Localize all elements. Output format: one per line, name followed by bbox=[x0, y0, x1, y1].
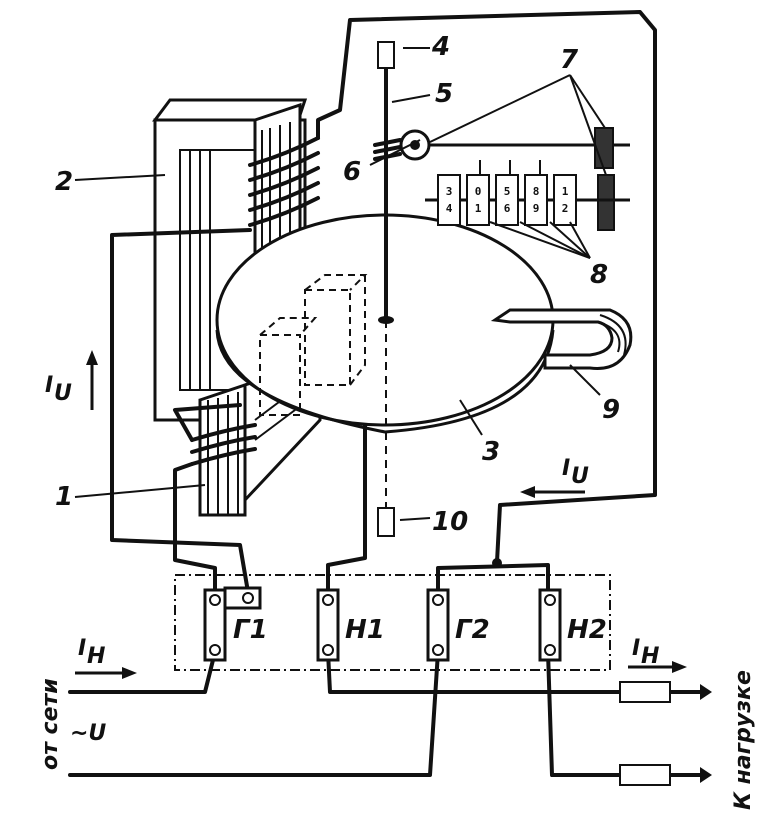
current-subscript: H bbox=[641, 644, 659, 669]
from-network-label: от сети bbox=[38, 678, 63, 770]
terminal-label-g2: Г2 bbox=[455, 615, 490, 645]
leader-lines bbox=[74, 47, 607, 521]
label-4: 4 bbox=[431, 32, 450, 62]
label-6: 6 bbox=[343, 157, 361, 187]
voltage-label: ~U bbox=[70, 721, 106, 746]
counter-digit: 0 bbox=[475, 185, 482, 198]
counter-digit: 4 bbox=[446, 202, 453, 215]
label-10: 10 bbox=[432, 507, 468, 537]
terminal-label-h2: Н2 bbox=[567, 615, 607, 645]
current-subscript: U bbox=[571, 464, 589, 489]
label-1: 1 bbox=[55, 482, 73, 512]
label-2: 2 bbox=[55, 167, 73, 197]
terminal-label-g1: Г1 bbox=[233, 615, 268, 645]
label-5: 5 bbox=[435, 79, 453, 109]
current-label: I bbox=[632, 636, 640, 661]
arrow-left-icon bbox=[520, 486, 535, 498]
counter-digit: 2 bbox=[562, 202, 569, 215]
current-iu-left: I U bbox=[45, 350, 98, 410]
brake-magnet bbox=[490, 308, 633, 371]
terminal-label-h1: Н1 bbox=[345, 615, 385, 645]
current-label: I bbox=[562, 456, 570, 481]
arrow-right-icon bbox=[672, 661, 687, 673]
current-subscript: U bbox=[54, 381, 72, 406]
label-7: 7 bbox=[560, 45, 579, 75]
label-3: 3 bbox=[482, 437, 500, 467]
current-ih-left: I H bbox=[75, 636, 137, 679]
counter-digit: 9 bbox=[533, 202, 540, 215]
terminal-block: Г1 Н1 Г2 Н2 bbox=[174, 574, 611, 671]
dashed-magnets bbox=[259, 274, 368, 416]
voltage-coil bbox=[248, 136, 320, 227]
current-ih-right: I H bbox=[628, 636, 687, 673]
to-load-label: К нагрузке bbox=[731, 670, 756, 810]
counter-digit: 1 bbox=[562, 185, 569, 198]
counter-digit: 5 bbox=[504, 185, 511, 198]
arrow-right-icon bbox=[122, 667, 137, 679]
counter-digit: 1 bbox=[475, 202, 482, 215]
current-coil bbox=[190, 423, 257, 466]
counter-digit: 3 bbox=[446, 185, 453, 198]
arrow-up-icon bbox=[86, 350, 98, 365]
counter-mechanism: 3 4 0 1 5 6 8 9 1 2 bbox=[425, 160, 630, 226]
current-subscript: H bbox=[87, 644, 105, 669]
counter-digit: 8 bbox=[533, 185, 540, 198]
label-8: 8 bbox=[590, 260, 608, 290]
counter-digit: 6 bbox=[504, 202, 511, 215]
shaft bbox=[377, 41, 395, 537]
current-label: I bbox=[78, 636, 86, 661]
current-iu-bottom: I U bbox=[520, 456, 589, 498]
wiring bbox=[68, 10, 712, 786]
label-9: 9 bbox=[602, 395, 620, 425]
current-label: I bbox=[45, 373, 53, 398]
